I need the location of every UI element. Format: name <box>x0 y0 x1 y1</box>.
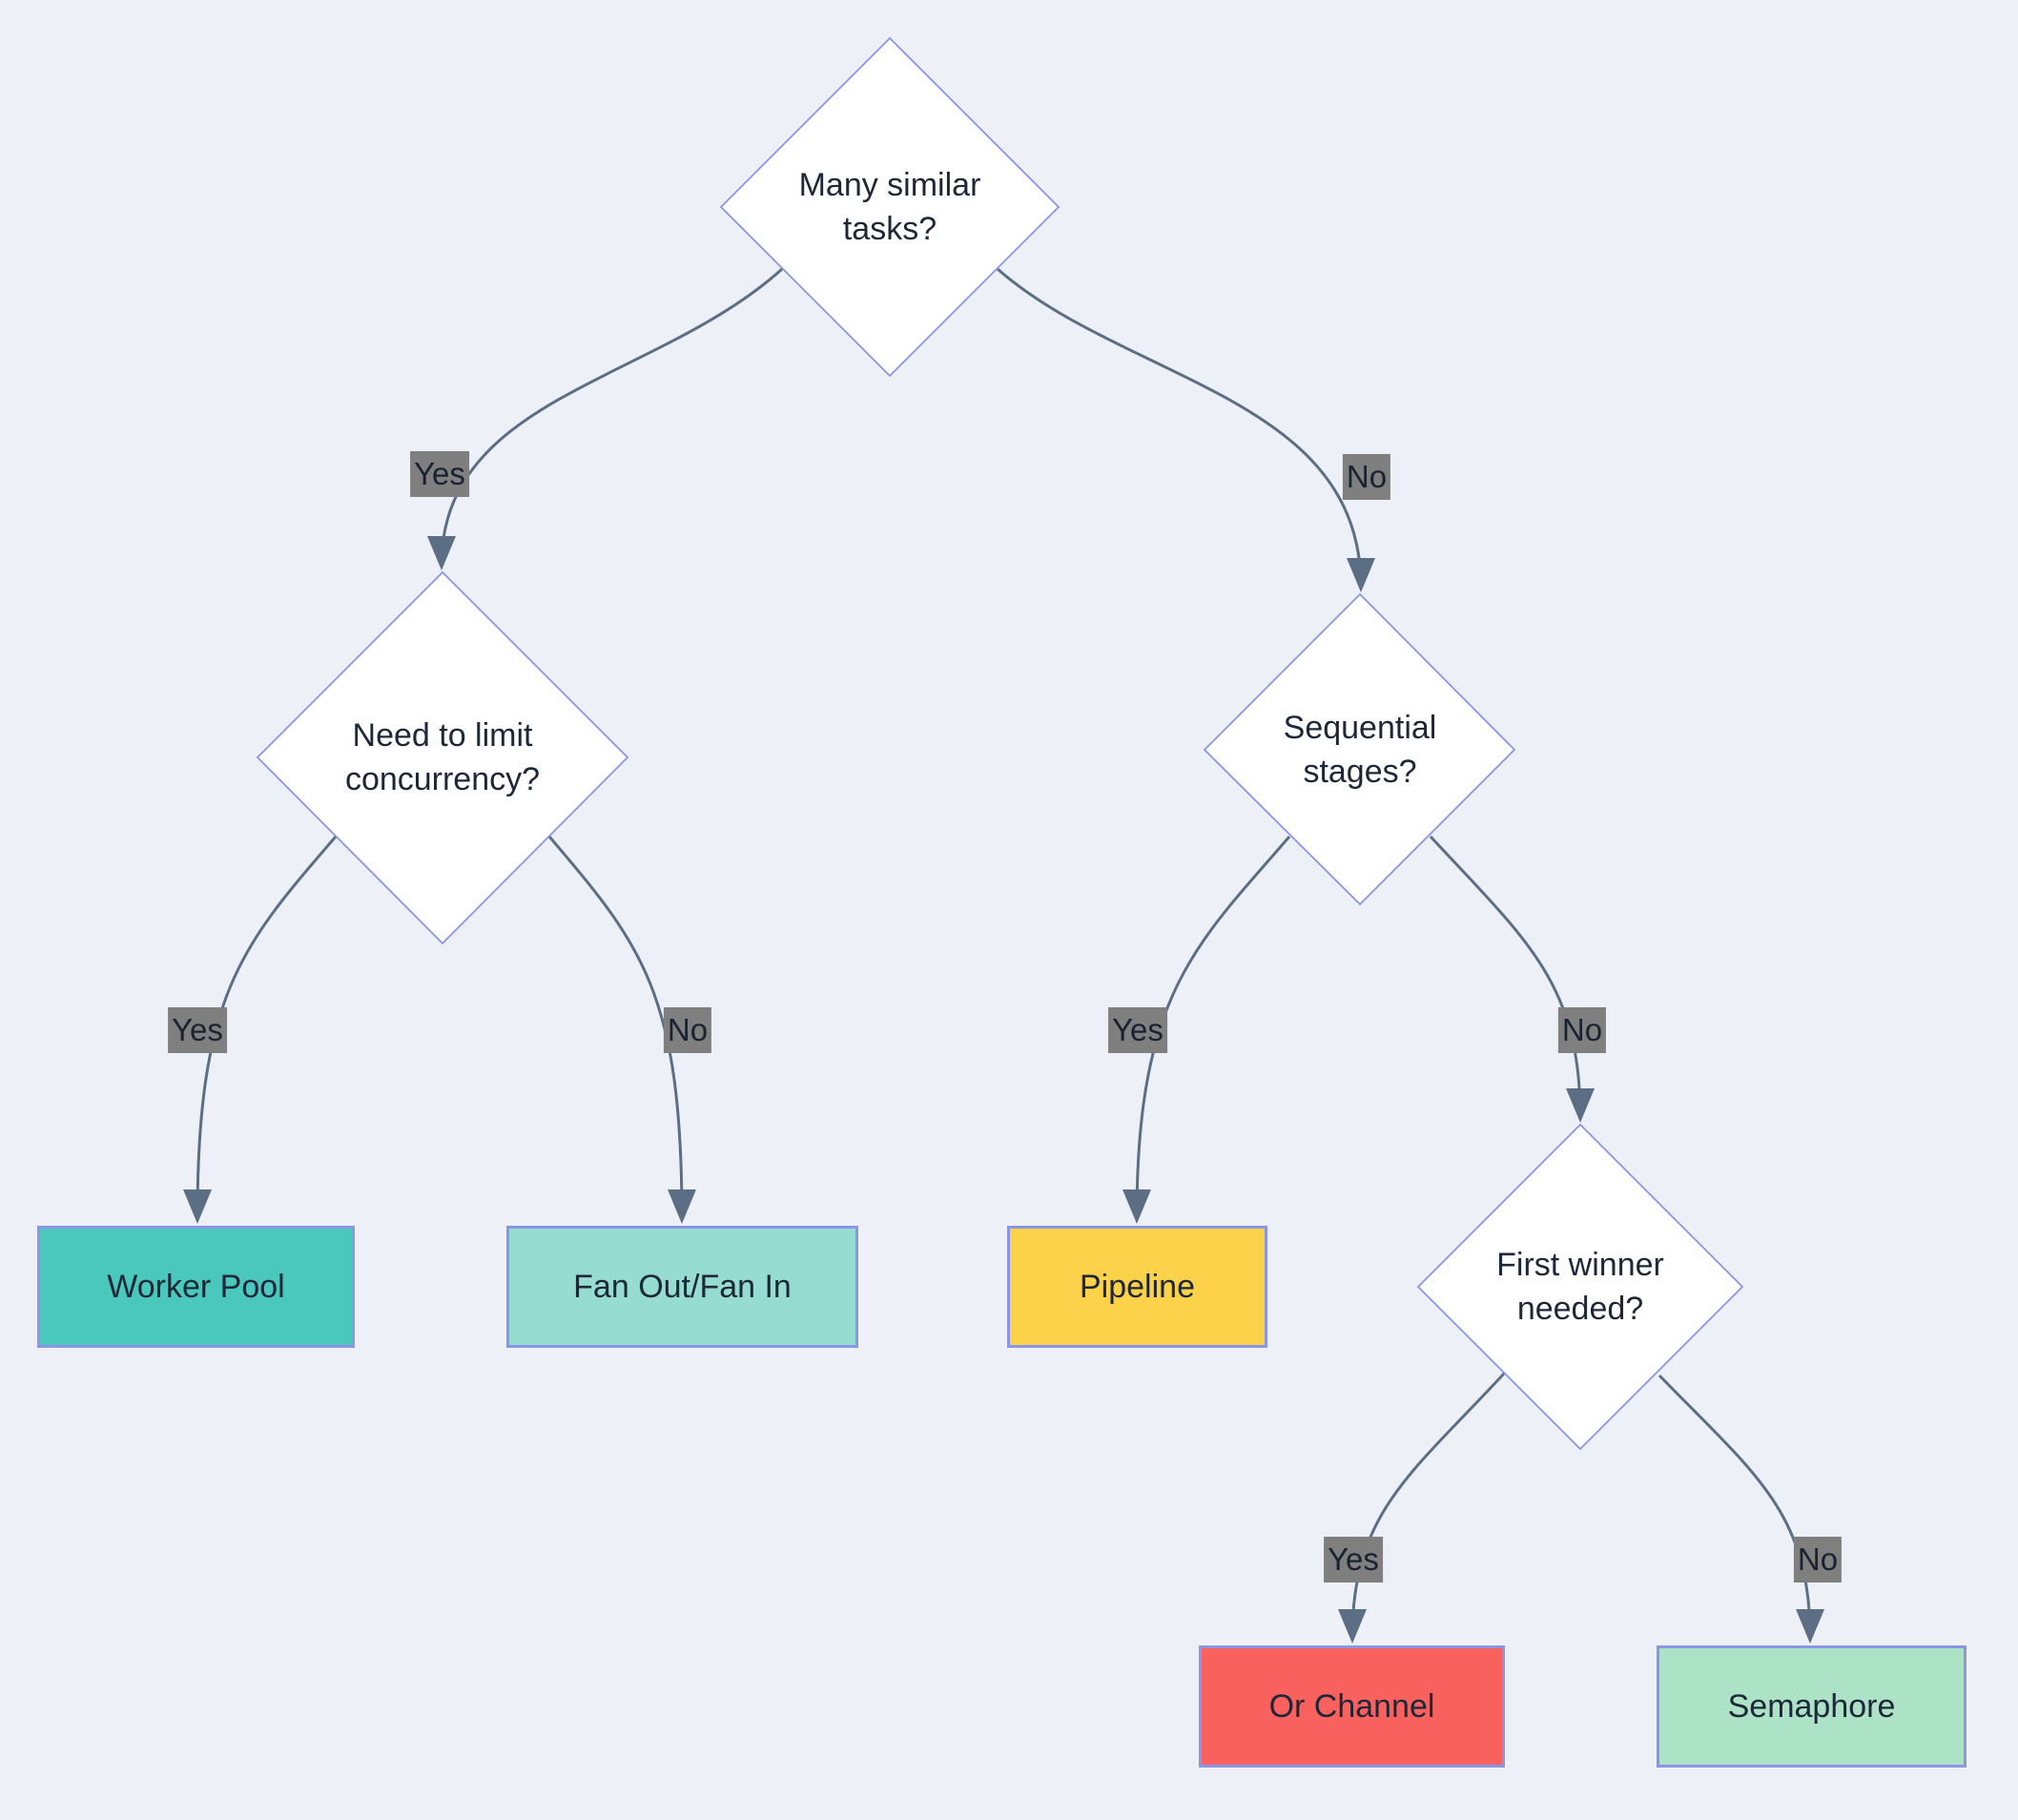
outcome-fan-out-fan-in: Fan Out/Fan In <box>506 1226 858 1348</box>
edge-sequential-yes <box>1122 836 1291 1224</box>
edge-label-yes-3: Yes <box>1108 1007 1167 1053</box>
outcome-label-semaphore: Semaphore <box>1727 1687 1896 1725</box>
edge-limit-concurrency-no <box>547 836 696 1224</box>
outcome-label-fan-out-fan-in: Fan Out/Fan In <box>573 1268 792 1305</box>
edge-sequential-no <box>1429 835 1595 1123</box>
outcome-pipeline: Pipeline <box>1007 1226 1267 1348</box>
decision-first-winner-needed <box>1416 1123 1744 1451</box>
edge-first-winner-no <box>1658 1374 1824 1644</box>
edge-label-yes-4: Yes <box>1324 1537 1383 1582</box>
edge-first-winner-yes <box>1338 1372 1506 1644</box>
edge-limit-concurrency-yes <box>183 836 338 1224</box>
edge-label-no-4: No <box>1793 1537 1843 1582</box>
edge-label-yes-2: Yes <box>168 1007 227 1053</box>
decision-many-similar-tasks <box>719 36 1060 378</box>
outcome-label-worker-pool: Worker Pool <box>107 1268 285 1305</box>
edge-label-no-3: No <box>1557 1007 1607 1053</box>
decision-sequential-stages <box>1203 592 1516 906</box>
edge-many-tasks-yes <box>427 267 784 570</box>
outcome-semaphore: Semaphore <box>1657 1645 1967 1768</box>
outcome-or-channel: Or Channel <box>1199 1645 1505 1768</box>
outcome-worker-pool: Worker Pool <box>37 1226 355 1348</box>
edge-label-yes-1: Yes <box>410 451 469 497</box>
decision-need-limit-concurrency <box>256 570 629 945</box>
outcome-label-or-channel: Or Channel <box>1268 1687 1435 1725</box>
edge-label-no-2: No <box>663 1007 712 1053</box>
edge-many-tasks-no <box>997 267 1375 592</box>
edge-label-no-1: No <box>1342 454 1391 500</box>
outcome-label-pipeline: Pipeline <box>1080 1268 1195 1305</box>
